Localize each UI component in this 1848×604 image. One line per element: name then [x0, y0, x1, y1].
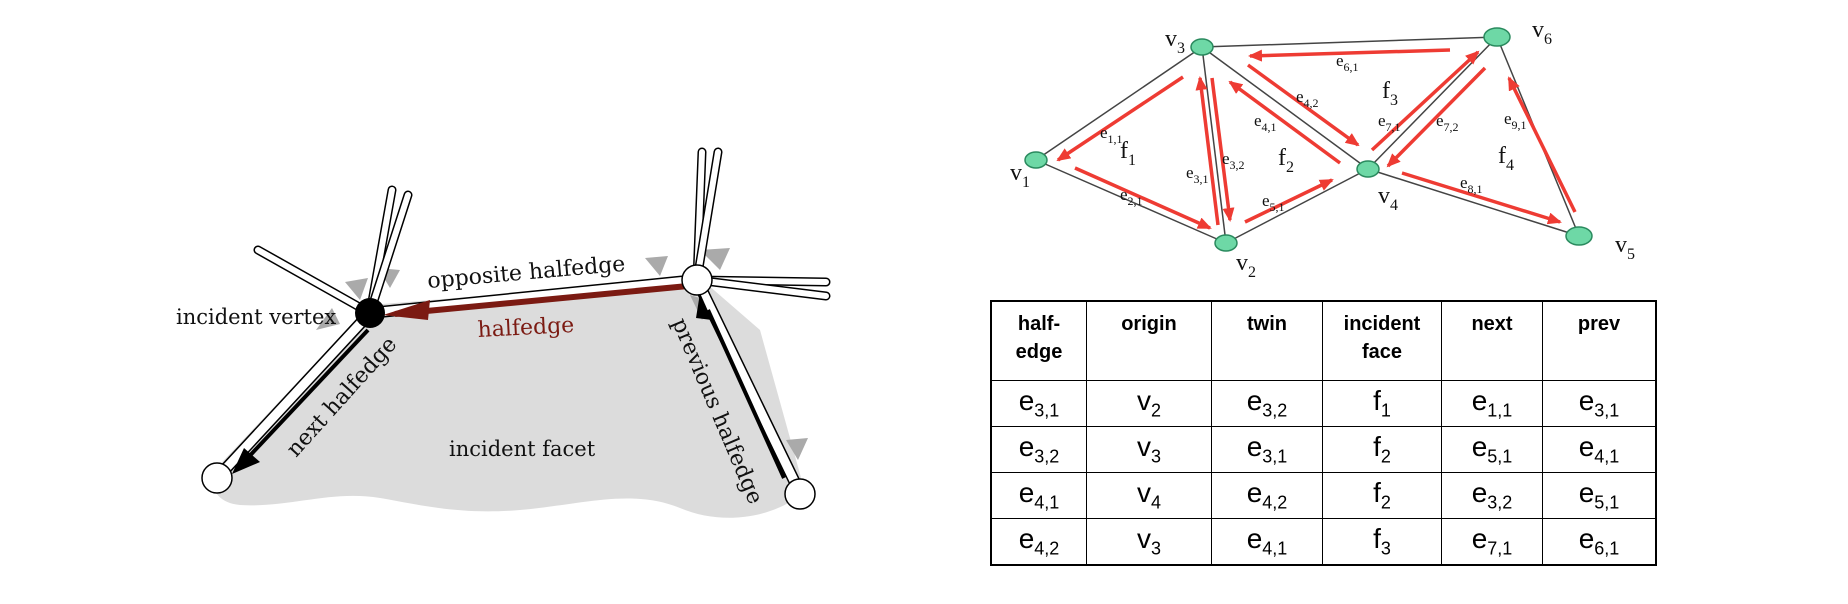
table-cell-next: e5,1 — [1441, 426, 1543, 473]
halfedge-label-e21: e2,1 — [1120, 185, 1143, 208]
halfedge-label-e31: e3,1 — [1186, 163, 1209, 186]
vertex-v5-dot — [1565, 226, 1593, 246]
vertex-v4-dot — [1356, 160, 1380, 178]
table-cell-twin: e3,1 — [1211, 426, 1323, 473]
table-cell-halfedge: e3,2 — [990, 426, 1087, 473]
table-cell-next: e3,2 — [1441, 472, 1543, 519]
table-cell-origin: v3 — [1086, 426, 1212, 473]
face-label-f4: f4 — [1498, 143, 1514, 174]
face-label-f1: f1 — [1120, 138, 1136, 169]
vertex-label-v3: v3 — [1165, 26, 1185, 57]
table-cell-prev: e3,1 — [1542, 380, 1657, 427]
halfedge-e72 — [1386, 66, 1487, 168]
halfedge-e81 — [1401, 171, 1562, 225]
vertex-label-v5: v5 — [1615, 232, 1635, 263]
halfedge-label-e61: e6,1 — [1336, 51, 1359, 74]
halfedge-label-e72: e7,2 — [1436, 111, 1459, 134]
table-cell-next: e7,1 — [1441, 518, 1543, 566]
halfedge-concept-diagram: incident vertex opposite halfedge halfed… — [176, 147, 831, 518]
next-halfedge-arrow — [232, 328, 370, 474]
vertex-v1-dot — [1024, 151, 1048, 169]
table-cell-origin: v3 — [1086, 518, 1212, 566]
mesh-halfedge-arrows — [1056, 48, 1577, 230]
table-cell-origin: v4 — [1086, 472, 1212, 519]
table-cell-halfedge: e3,1 — [990, 380, 1087, 427]
col-header-prev: prev — [1542, 300, 1657, 381]
halfedge-e11 — [1056, 75, 1184, 162]
halfedge-label-e11: e1,1 — [1100, 123, 1123, 146]
col-header-halfedge: half-edge — [990, 300, 1087, 381]
table-cell-incident-face: f3 — [1322, 518, 1442, 566]
halfedge-e21 — [1074, 166, 1212, 230]
halfedge-label-e91: e9,1 — [1504, 109, 1527, 132]
vertex-top-right — [681, 264, 713, 296]
face-label-f2: f2 — [1278, 145, 1294, 176]
table-cell-prev: e5,1 — [1542, 472, 1657, 519]
table-cell-next: e1,1 — [1441, 380, 1543, 427]
incident-facet-label: incident facet — [449, 437, 596, 461]
halfedge-label: halfedge — [477, 313, 575, 343]
table-cell-prev: e4,1 — [1542, 426, 1657, 473]
table-cell-halfedge: e4,2 — [990, 518, 1087, 566]
halfedge-label-e32: e3,2 — [1222, 149, 1245, 172]
table-cell-twin: e4,1 — [1211, 518, 1323, 566]
table-cell-incident-face: f2 — [1322, 426, 1442, 473]
vertex-v3-dot — [1190, 38, 1214, 56]
table-cell-incident-face: f1 — [1322, 380, 1442, 427]
halfedge-label-e71: e7,1 — [1378, 111, 1401, 134]
halfedge-label-e42: e4,2 — [1296, 87, 1319, 110]
table-cell-incident-face: f2 — [1322, 472, 1442, 519]
col-header-origin: origin — [1086, 300, 1212, 381]
incident-vertex-dot — [355, 298, 385, 328]
incident-vertex-label: incident vertex — [176, 305, 336, 329]
halfedge-label-e51: e5,1 — [1262, 191, 1285, 214]
table-cell-twin: e3,2 — [1211, 380, 1323, 427]
halfedge-e51 — [1244, 178, 1334, 224]
table-cell-halfedge: e4,1 — [990, 472, 1087, 519]
mesh-vertices — [1024, 27, 1593, 252]
halfedge-e31 — [1195, 76, 1220, 226]
vertex-bottom-right — [784, 478, 816, 510]
face-label-f3: f3 — [1382, 78, 1398, 109]
halfedge-label-e81: e8,1 — [1460, 173, 1483, 196]
halfedge-arrow — [383, 283, 689, 320]
halfedge-e42 — [1246, 63, 1360, 147]
halfedge-e41 — [1228, 80, 1342, 165]
vertex-label-v1: v1 — [1010, 160, 1030, 191]
table-cell-origin: v2 — [1086, 380, 1212, 427]
vertex-label-v4: v4 — [1378, 183, 1398, 214]
halfedge-label-e41: e4,1 — [1254, 111, 1277, 134]
previous-halfedge-arrow — [696, 293, 786, 479]
vertex-label-v2: v2 — [1236, 250, 1256, 281]
vertex-v2-dot — [1214, 234, 1238, 252]
table-cell-prev: e6,1 — [1542, 518, 1657, 566]
halfedge-e32 — [1210, 77, 1235, 222]
halfedge-e61 — [1248, 48, 1451, 62]
col-header-twin: twin — [1211, 300, 1323, 381]
col-header-next: next — [1441, 300, 1543, 381]
vertex-v6-dot — [1483, 27, 1511, 47]
vertex-label-v6: v6 — [1532, 17, 1552, 48]
vertex-bottom-left — [201, 462, 233, 494]
halfedge-e71 — [1370, 50, 1480, 152]
table-cell-twin: e4,2 — [1211, 472, 1323, 519]
halfedge-e91 — [1507, 76, 1577, 213]
